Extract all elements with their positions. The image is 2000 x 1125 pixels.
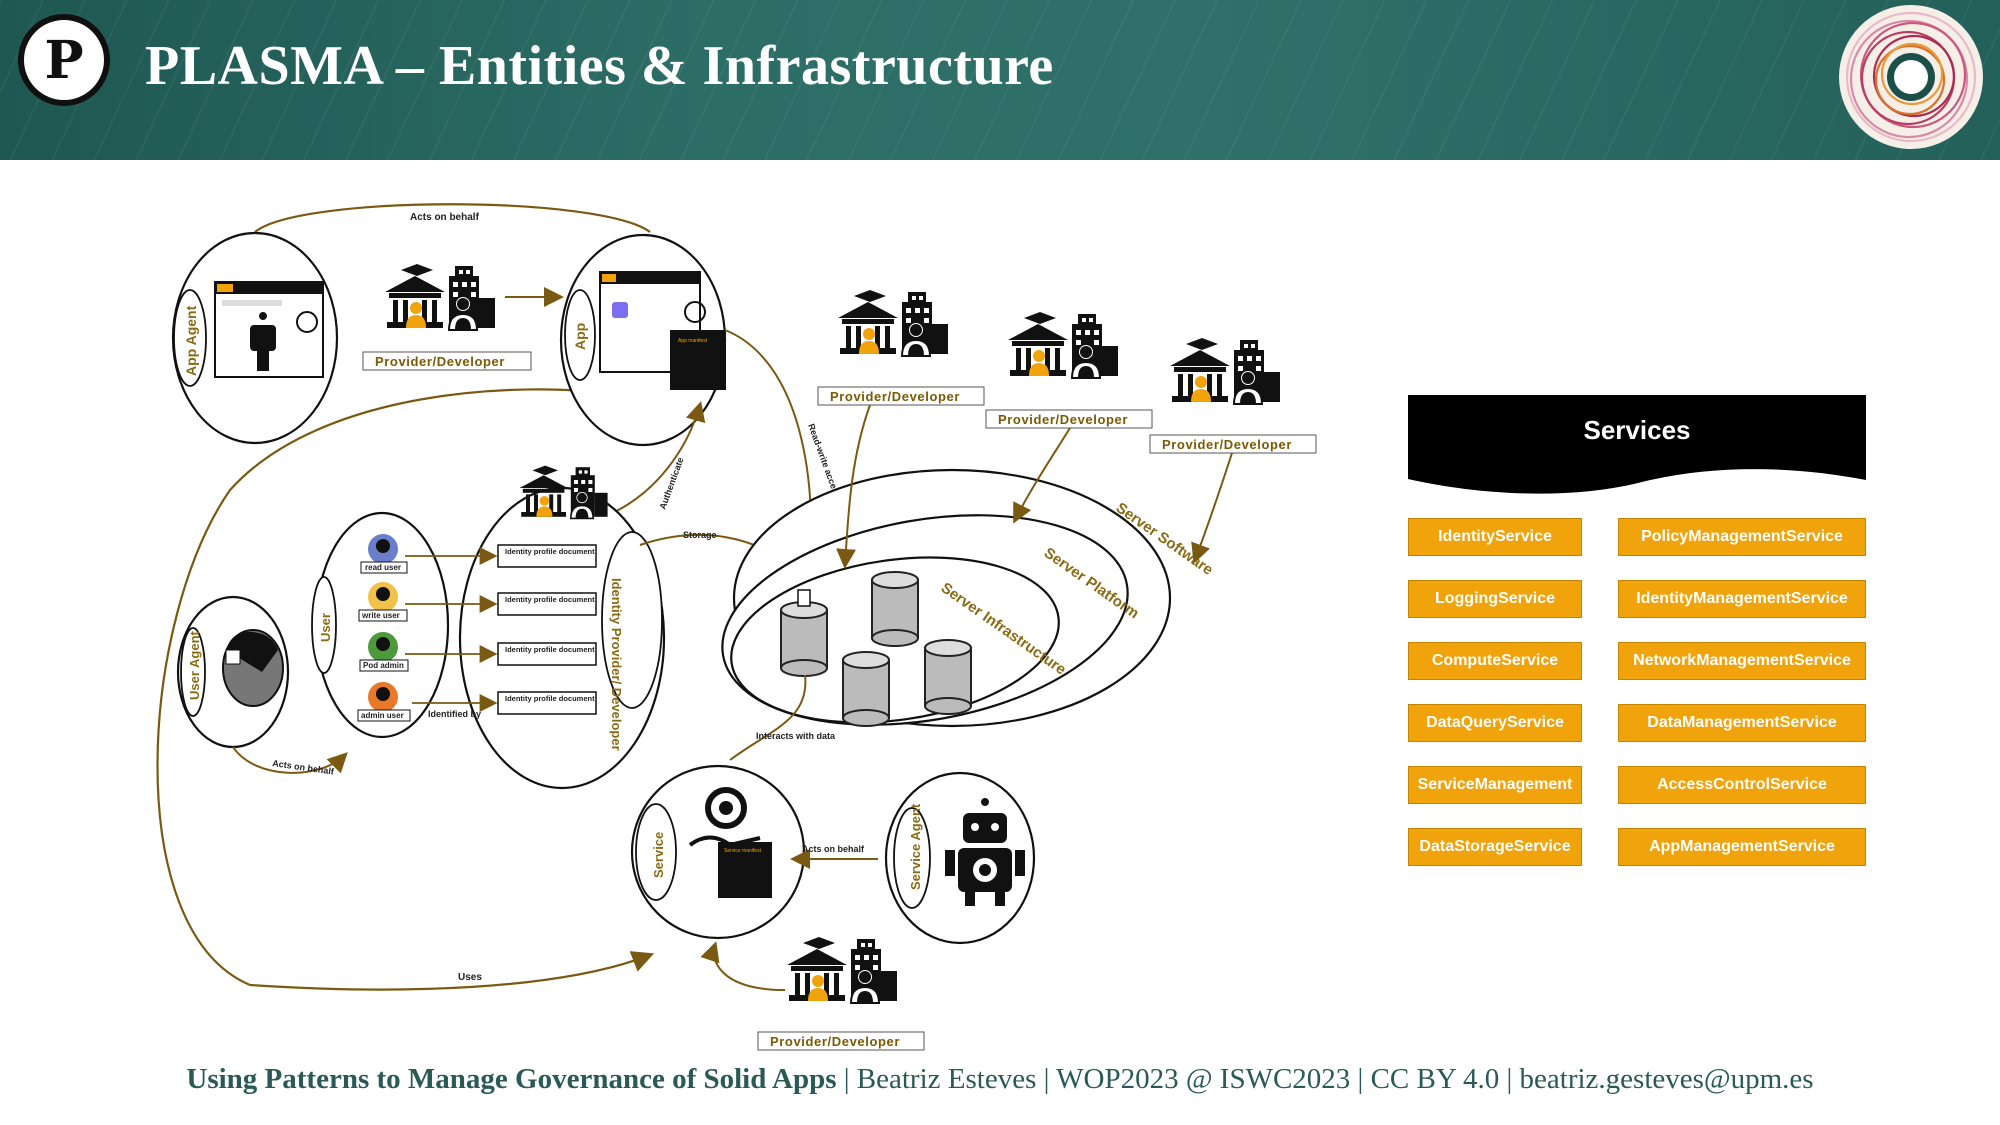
service-box: AccessControlService — [1618, 766, 1866, 804]
service-box: DataManagementService — [1618, 704, 1866, 742]
acts-on-behalf-top-label: Acts on behalf — [410, 212, 480, 223]
app-window-icon: App manifest — [599, 271, 726, 390]
svg-text:Identity profile document: Identity profile document — [505, 547, 595, 556]
service-box: NetworkManagementService — [1618, 642, 1866, 680]
provider-developer-label: Provider/Developer — [830, 389, 960, 404]
app-agent-window-icon — [214, 281, 324, 378]
provider-developer-label: Provider/Developer — [375, 354, 505, 369]
provider-developer-label: Provider/Developer — [1162, 437, 1292, 452]
user-agent-label: User Agent — [187, 630, 202, 700]
slide-title: PLASMA – Entities & Infrastructure — [145, 35, 1054, 97]
storage-label: Storage — [683, 530, 717, 540]
provider-developer-icon — [1007, 311, 1119, 379]
ai-head-icon — [222, 629, 284, 707]
service-box: ComputeService — [1408, 642, 1582, 680]
database-icon — [842, 651, 890, 727]
service-box: IdentityService — [1408, 518, 1582, 556]
plasma-logo-icon: P — [18, 14, 110, 106]
provider-developer-label: Provider/Developer — [998, 412, 1128, 427]
service-box: ServiceManagement — [1408, 766, 1582, 804]
plasma-diagram: Uses Acts on behalf App Agent Provider/D… — [156, 203, 1317, 1051]
acts-on-behalf-user-label: Acts on behalf — [272, 758, 336, 777]
provider-developer-label: Provider/Developer — [770, 1034, 900, 1049]
service-box: PolicyManagementService — [1618, 518, 1866, 556]
service-box: DataStorageService — [1408, 828, 1582, 866]
service-box: AppManagementService — [1618, 828, 1866, 866]
robot-icon — [945, 798, 1025, 906]
service-box: IdentityManagementService — [1618, 580, 1866, 618]
role-admin-user: admin user — [361, 711, 404, 720]
user-role-avatars: read user write user Pod admin admin use… — [357, 534, 411, 722]
provider-developer-icon — [786, 936, 898, 1004]
services-banner — [1408, 395, 1866, 494]
role-read-user: read user — [365, 563, 401, 572]
identity-provider-label: Identity Provider/ Developer — [609, 578, 624, 751]
app-label: App — [572, 323, 588, 350]
user-label: User — [318, 613, 333, 642]
svg-text:Identity profile document: Identity profile document — [505, 595, 595, 604]
identity-profile-documents: Identity profile document Identity profi… — [497, 544, 597, 715]
interacts-with-data-label: Interacts with data — [756, 731, 836, 741]
svg-text:Identity profile document: Identity profile document — [505, 645, 595, 654]
footer-credits: | Beatriz Esteves | WOP2023 @ ISWC2023 |… — [836, 1063, 1814, 1095]
service-box: DataQueryService — [1408, 704, 1582, 742]
role-pod-admin: Pod admin — [363, 661, 404, 670]
read-write-access-label: Read-write access — [806, 422, 842, 499]
provider-developer-icon — [1169, 337, 1281, 405]
acts-on-behalf-service-label: Acts on behalf — [802, 844, 865, 854]
database-icon — [924, 639, 972, 715]
role-write-user: write user — [361, 611, 400, 620]
svg-text:Identity profile document: Identity profile document — [505, 694, 595, 703]
service-manifest-label: Service manifest — [724, 848, 762, 854]
services-title: Services — [1583, 415, 1691, 445]
app-agent-label: App Agent — [183, 305, 199, 376]
provider-developer-icon — [384, 263, 496, 331]
identified-by-label: Identified by — [428, 709, 481, 719]
database-icon — [871, 571, 919, 647]
provider-developer-icon — [837, 289, 949, 357]
slide-footer: Using Patterns to Manage Governance of S… — [0, 1063, 2000, 1096]
service-label: Service — [651, 832, 666, 878]
service-agent-label: Service Agent — [908, 803, 923, 890]
database-icon — [780, 601, 828, 677]
uses-label: Uses — [458, 972, 482, 983]
app-manifest-label: App manifest — [678, 338, 708, 344]
spiral-logo-icon — [1839, 5, 1983, 149]
service-manifest-icon — [718, 842, 772, 898]
footer-title: Using Patterns to Manage Governance of S… — [186, 1063, 837, 1095]
slide-header: P PLASMA – Entities & Infrastructure — [0, 0, 2000, 160]
service-box: LoggingService — [1408, 580, 1582, 618]
